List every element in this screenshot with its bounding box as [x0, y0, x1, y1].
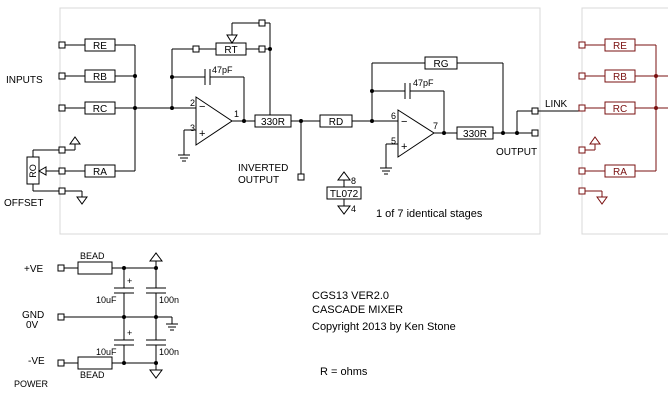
next-pad-offset-wiper — [578, 167, 586, 175]
opamp-1-pin-2: 2 — [190, 98, 195, 108]
ohms-note: R = ohms — [320, 366, 368, 378]
next-positive-arrow — [589, 136, 601, 145]
gnd-label: GND — [22, 310, 44, 321]
bead-top — [77, 261, 113, 275]
pad-offset-wiper — [58, 167, 66, 175]
bead-top-label: BEAD — [80, 251, 105, 261]
cap-plus-top: + — [127, 276, 132, 286]
pos-ve-pad — [57, 264, 65, 272]
cap-plus-bottom: + — [127, 328, 132, 338]
input-section: INPUTS RE RB RC RO — [4, 38, 196, 209]
resistor-re-label: RE — [93, 41, 107, 52]
link-pad — [531, 107, 539, 115]
resistor-ra-label: RA — [93, 167, 107, 178]
inverted-label-1: INVERTED — [238, 163, 288, 174]
input-pad-rb — [58, 72, 66, 80]
neg-ve-label: -VE — [28, 356, 45, 367]
resistor-rt-label: RT — [224, 45, 237, 56]
power-section: +VE GND 0V -VE POWER BEAD + 10uF 100n — [14, 251, 179, 389]
gnd-pad — [57, 313, 65, 321]
next-pad-re — [578, 41, 586, 49]
title-block: CGS13 VER2.0 CASCADE MIXER Copyright 201… — [312, 290, 456, 378]
offset-pot-label: RO — [28, 164, 38, 178]
resistor-rb-label: RB — [93, 72, 107, 83]
next-pad-rb — [578, 72, 586, 80]
title-line-2: CASCADE MIXER — [312, 304, 403, 316]
bead-bottom — [77, 356, 113, 370]
next-resistor-rb-label: RB — [613, 72, 627, 83]
input-pad-re — [58, 41, 66, 49]
stages-note: 1 of 7 identical stages — [376, 208, 483, 220]
cap-47pf-2-label: 47pF — [413, 78, 434, 88]
inverted-label-2: OUTPUT — [238, 175, 279, 186]
cap-10uf-top-label: 10uF — [96, 295, 117, 305]
next-resistor-rc-label: RC — [613, 104, 627, 115]
opamp-2-pin-7: 7 — [433, 121, 438, 131]
output-label: OUTPUT — [496, 147, 537, 158]
opamp-2-pin-5: 5 — [391, 136, 396, 146]
opamp-1-plus: + — [199, 128, 205, 140]
pad-offset-top — [58, 146, 66, 154]
next-resistor-re-label: RE — [613, 41, 627, 52]
pad-offset-bottom — [58, 187, 66, 195]
opamp-1-minus: − — [199, 101, 205, 113]
stage-frame — [59, 7, 541, 235]
opamp-1 — [195, 96, 233, 146]
opamp-2-plus: + — [401, 141, 407, 153]
ic-tl072-label: TL072 — [330, 189, 359, 200]
next-pad-offset-top — [578, 146, 586, 154]
next-resistor-ra-label: RA — [613, 167, 627, 178]
pad-rt-right — [258, 45, 266, 53]
cap-47pf-1-label: 47pF — [212, 65, 233, 75]
cap-100n-bottom-label: 100n — [159, 347, 179, 357]
link-label: LINK — [545, 99, 568, 110]
input-pad-rc — [58, 104, 66, 112]
opamp-1-pin-1: 1 — [234, 109, 239, 119]
cap-100n-top-label: 100n — [159, 295, 179, 305]
opamp-2-pin-6: 6 — [391, 111, 396, 121]
pos-rail-arrow — [149, 252, 163, 262]
ic-power-pins: TL072 8 4 — [326, 171, 362, 215]
bead-bottom-label: BEAD — [80, 370, 105, 380]
inverted-output-pad — [297, 173, 305, 181]
ic-pin-4: 4 — [351, 204, 356, 214]
output-pad — [531, 129, 539, 137]
inputs-label: INPUTS — [6, 75, 43, 86]
pad-rt-left — [192, 45, 200, 53]
resistor-rd-label: RD — [329, 117, 343, 128]
opamp-2-section: RD RG 47pF − + 6 5 7 33 — [319, 56, 582, 175]
ic-positive-arrow — [337, 171, 351, 181]
neg-ve-pad — [57, 359, 65, 367]
next-stage-frame — [581, 7, 668, 235]
pad-rt-wiper — [258, 19, 266, 27]
rt-wiper-arrow — [226, 34, 238, 44]
cap-10uf-bottom-label: 10uF — [96, 347, 117, 357]
resistor-330r-2-label: 330R — [463, 129, 487, 140]
title-line-1: CGS13 VER2.0 — [312, 290, 389, 302]
negative-supply-arrow — [76, 196, 88, 205]
zero-v-label: 0V — [26, 320, 39, 331]
next-pad-rc — [578, 104, 586, 112]
ic-negative-arrow — [337, 205, 351, 215]
opamp-1-section: RT 47pF − + 2 3 1 — [170, 19, 320, 186]
opamp-2 — [397, 109, 435, 158]
power-label: POWER — [14, 379, 49, 389]
next-stage-section: RE RB RC RA — [578, 38, 668, 205]
resistor-rc-label: RC — [93, 104, 107, 115]
resistor-rg-label: RG — [434, 59, 449, 70]
opamp-2-minus: − — [401, 116, 407, 128]
neg-rail-arrow — [149, 369, 163, 379]
resistor-330r-1-label: 330R — [261, 117, 285, 128]
pos-ve-label: +VE — [24, 264, 44, 275]
next-negative-arrow — [596, 196, 608, 205]
opamp-1-pin-3: 3 — [190, 123, 195, 133]
next-pad-offset-bottom — [578, 187, 586, 195]
pot-wiper-arrow — [37, 166, 47, 176]
offset-label: OFFSET — [4, 198, 43, 209]
ic-pin-8: 8 — [351, 176, 356, 186]
positive-supply-arrow — [69, 136, 81, 145]
title-line-3: Copyright 2013 by Ken Stone — [312, 321, 456, 333]
